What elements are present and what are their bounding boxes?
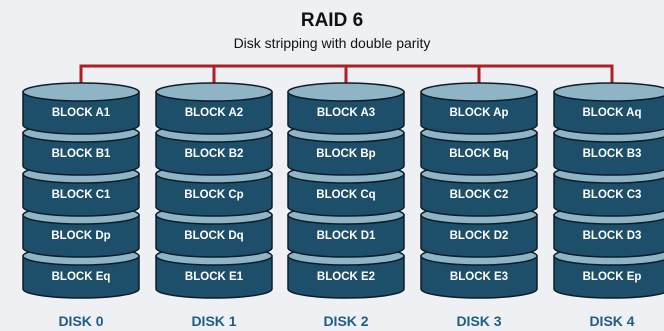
block-body [420,214,538,258]
block-label: BLOCK A1 [52,107,111,119]
disk-1: BLOCK E1 BLOCK Dq BLOCK Cp BLOCK B2 BLOCK A2… [155,82,273,329]
block-body [553,91,664,135]
block-body [420,173,538,217]
disk-label: DISK 3 [456,313,501,329]
disk-block: BLOCK A1 [22,82,140,135]
block-label: BLOCK A3 [317,107,375,119]
block-body [287,132,405,176]
block-body [553,214,664,258]
block-body [420,132,538,176]
block-label: BLOCK Ep [583,271,642,283]
block-body [287,255,405,299]
disk-label: DISK 4 [589,313,634,329]
block-label: BLOCK B3 [583,148,642,160]
block-label: BLOCK Bp [316,148,375,160]
block-label: BLOCK D1 [317,230,376,242]
block-body [155,132,273,176]
block-body [155,214,273,258]
block-top [22,82,140,102]
disk-2: BLOCK E2 BLOCK D1 BLOCK Cq BLOCK Bp BLOCK A3… [287,82,405,329]
block-label: BLOCK Bq [449,148,508,160]
block-label: BLOCK Cq [316,189,375,201]
block-body [155,91,273,135]
block-label: BLOCK Cp [184,189,243,201]
block-top [420,82,538,102]
block-body [22,173,140,217]
block-body [22,132,140,176]
block-body [22,91,140,135]
diagram-title: RAID 6 [300,10,364,31]
disk-block: BLOCK Ap [420,82,538,135]
disk-3: BLOCK E3 BLOCK D2 BLOCK C2 BLOCK Bq BLOCK Ap… [420,82,538,329]
disk-block: BLOCK Aq [553,82,664,135]
block-label: BLOCK Ap [450,107,509,119]
block-label: BLOCK D3 [583,230,642,242]
block-label: BLOCK B1 [52,148,111,160]
block-top [155,82,273,102]
block-body [287,173,405,217]
block-body [420,91,538,135]
block-body [553,132,664,176]
block-top [287,82,405,102]
block-top [553,82,664,102]
disk-4: BLOCK Ep BLOCK D3 BLOCK C3 BLOCK B3 BLOCK Aq… [553,82,664,329]
block-label: BLOCK E2 [317,271,375,283]
block-body [22,255,140,299]
disk-label: DISK 1 [191,313,236,329]
block-body [553,173,664,217]
block-body [155,173,273,217]
block-label: BLOCK Aq [583,107,642,119]
block-label: BLOCK C2 [450,189,509,201]
block-label: BLOCK D2 [450,230,509,242]
block-label: BLOCK Dp [51,230,110,242]
block-label: BLOCK E3 [450,271,508,283]
block-label: BLOCK Eq [52,271,111,283]
block-label: BLOCK C3 [583,189,642,201]
disk-0: BLOCK Eq BLOCK Dp BLOCK C1 BLOCK B1 BLOCK A1… [22,82,140,329]
disk-label: DISK 2 [323,313,368,329]
block-body [155,255,273,299]
block-body [287,214,405,258]
disk-block: BLOCK A3 [287,82,405,135]
block-label: BLOCK E1 [185,271,244,283]
block-body [287,91,405,135]
block-label: BLOCK B2 [185,148,244,160]
disk-block: BLOCK A2 [155,82,273,135]
diagram-subtitle: Disk stripping with double parity [233,35,431,51]
block-body [553,255,664,299]
block-body [22,214,140,258]
block-label: BLOCK Dq [184,230,243,242]
disk-label: DISK 0 [58,313,103,329]
block-body [420,255,538,299]
block-label: BLOCK A2 [185,107,243,119]
block-label: BLOCK C1 [52,189,111,201]
